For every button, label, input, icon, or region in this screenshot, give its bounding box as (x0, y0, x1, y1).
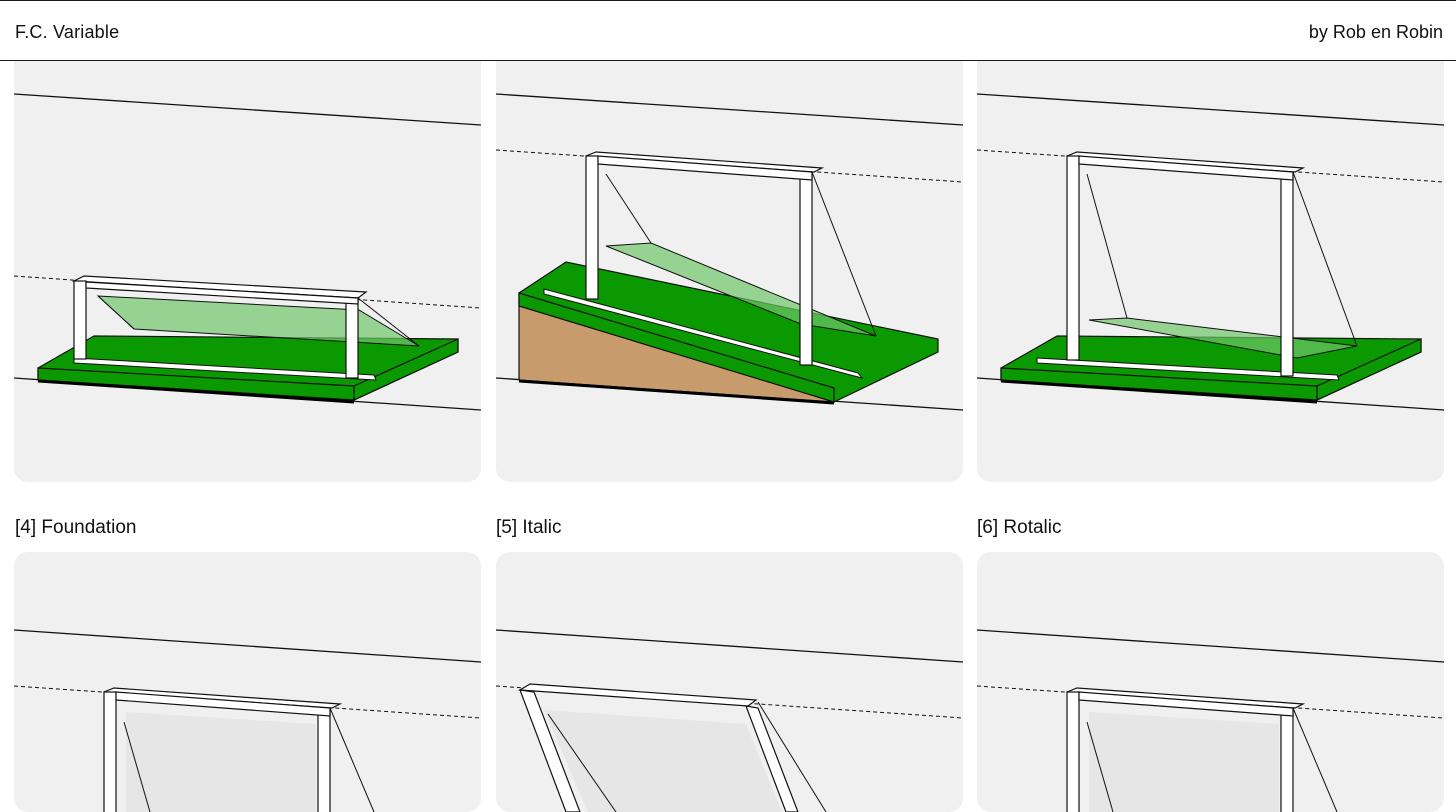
illustration-card-foundation[interactable] (14, 552, 481, 812)
goal-illustration-slope (496, 93, 963, 411)
caption-italic: [5] Italic (496, 517, 562, 538)
caption-foundation: [4] Foundation (15, 517, 137, 538)
illustration-card-italic[interactable] (496, 552, 963, 812)
goal-illustration-rotalic (977, 629, 1444, 812)
credit-link[interactable]: by Rob en Robin (1308, 22, 1443, 42)
illustration-card-2[interactable] (496, 48, 963, 482)
goal-illustration-flat-tall (977, 93, 1444, 411)
illustration-card-3[interactable] (977, 48, 1444, 482)
caption-rotalic: [6] Rotalic (977, 517, 1062, 538)
site-header: F.C. Variable by Rob en Robin (0, 0, 1456, 61)
illustration-card-1[interactable] (14, 48, 481, 482)
goal-illustration-flat-low (14, 93, 481, 411)
goal-illustration-foundation (14, 629, 481, 812)
site-title-link[interactable]: F.C. Variable (15, 22, 120, 42)
illustration-card-rotalic[interactable] (977, 552, 1444, 812)
goal-illustration-italic (496, 629, 963, 812)
